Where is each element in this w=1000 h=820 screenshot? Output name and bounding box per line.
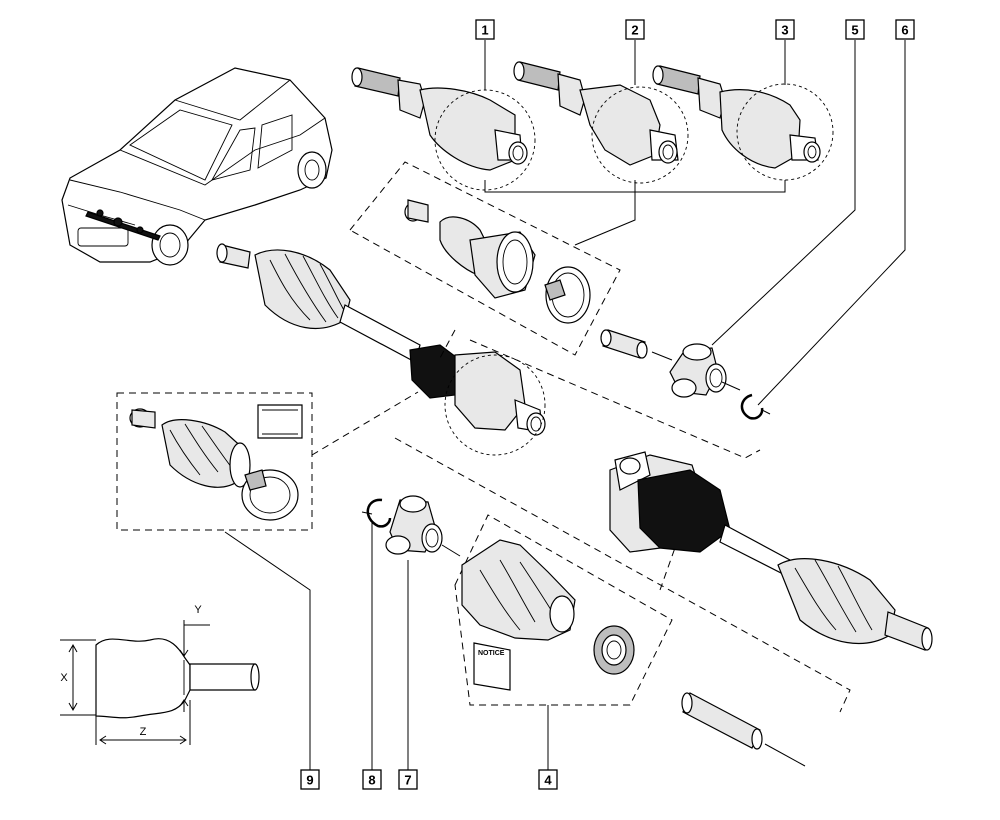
notice-leaflet-label: NOTICE [478, 650, 505, 657]
dimension-x-label: X [60, 672, 68, 684]
callout-3-label: 3 [781, 23, 788, 38]
boot-kit-upper [404, 199, 591, 324]
callout-7: 7 [398, 769, 418, 790]
circlip-8 [366, 498, 392, 528]
callout-9-label: 9 [306, 773, 313, 788]
callout-9: 9 [300, 769, 320, 790]
tripod-joint-5 [669, 343, 727, 398]
car-illustration [61, 67, 333, 266]
callout-1: 1 [475, 19, 495, 40]
stub-shaft-lower [681, 692, 763, 750]
driveshaft-main [216, 243, 546, 456]
callout-5: 5 [845, 19, 865, 40]
callout-5-label: 5 [851, 23, 858, 38]
callout-2: 2 [625, 19, 645, 40]
dimension-y-label: Y [194, 604, 202, 616]
joint-variant-1 [351, 67, 536, 191]
callout-2-label: 2 [631, 23, 638, 38]
callout-6: 6 [895, 19, 915, 40]
circlip-6 [740, 393, 764, 420]
splined-shaft-end [600, 329, 648, 359]
callout-1-label: 1 [481, 23, 488, 38]
joint-variant-3 [652, 65, 834, 181]
driveshaft-right [609, 451, 933, 651]
callout-6-label: 6 [901, 23, 908, 38]
callout-4: 4 [538, 769, 558, 790]
callout-8: 8 [362, 769, 382, 790]
callout-3: 3 [775, 19, 795, 40]
tripod-7 [385, 495, 443, 555]
callout-8-label: 8 [368, 773, 375, 788]
dimension-z-label: Z [140, 726, 147, 738]
joint-variant-2 [513, 61, 689, 184]
callout-7-label: 7 [404, 773, 411, 788]
boot-kit-9 [129, 404, 303, 521]
dimension-sketch [60, 620, 260, 745]
boot-kit-4: NOTICE [461, 539, 635, 691]
callout-4-label: 4 [544, 773, 552, 788]
